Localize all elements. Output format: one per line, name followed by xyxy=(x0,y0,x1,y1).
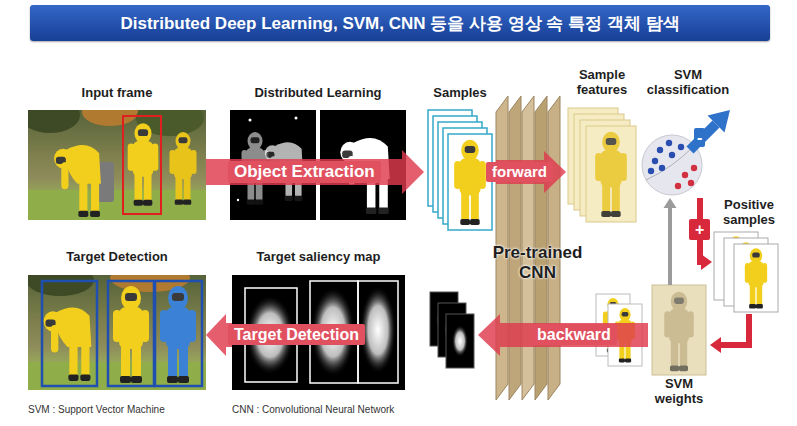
image-panel: SVM weights xyxy=(648,285,710,409)
footnote: SVM : Support Vector Machine xyxy=(28,404,165,416)
illustration-part xyxy=(648,168,654,174)
illustration-part xyxy=(108,281,154,386)
panel-heading: Target Detection xyxy=(28,250,206,265)
illustration-part xyxy=(675,183,681,189)
illustration-part xyxy=(54,145,101,217)
illustration-part xyxy=(42,281,97,386)
sample-stack xyxy=(428,110,492,230)
flow-arrow xyxy=(664,198,677,285)
weight-image xyxy=(652,285,706,375)
arrow-shaft xyxy=(500,323,648,347)
arrow-shaft xyxy=(206,159,402,185)
detection-photo xyxy=(28,275,206,390)
arrow-head xyxy=(478,314,500,356)
arrow-head xyxy=(664,198,677,208)
illustration-part xyxy=(659,165,665,171)
illustration-part xyxy=(128,123,159,205)
title-text: Distributed Deep Learning, SVM, CNN 등을 사… xyxy=(120,12,679,35)
panel-heading: Samples xyxy=(424,86,496,101)
illustration-part xyxy=(675,165,697,189)
image-panel: Target Detection xyxy=(28,250,206,392)
illustration-part xyxy=(113,286,149,383)
illustration-part xyxy=(44,307,92,380)
illustration-part xyxy=(652,158,658,164)
illustration-part xyxy=(82,110,138,126)
panel-heading: Pre-trained CNN xyxy=(480,243,595,282)
edge-label: + xyxy=(689,219,710,240)
flow-arrow xyxy=(206,150,424,194)
illustration-part xyxy=(745,248,767,308)
input-photo xyxy=(28,110,206,220)
panel-heading: Positive samples xyxy=(712,198,786,228)
positive-stack xyxy=(714,232,778,312)
feature-stack xyxy=(568,108,636,222)
edge-label: backward xyxy=(531,324,617,345)
illustration-part xyxy=(170,132,197,205)
arrow-shaft xyxy=(721,314,749,345)
illustration-part xyxy=(652,285,706,375)
illustration-part xyxy=(452,325,468,357)
illustration-part xyxy=(249,119,252,122)
illustration-part xyxy=(295,117,298,120)
arrow-head xyxy=(206,314,226,356)
illustration-part xyxy=(691,165,697,171)
footnote: CNN : Convolutional Neural Network xyxy=(232,404,394,416)
panel-heading: SVM classification xyxy=(638,68,738,98)
title-banner: Distributed Deep Learning, SVM, CNN 등을 사… xyxy=(30,5,770,41)
illustration-part xyxy=(669,152,675,158)
image-panel: Samples xyxy=(424,86,496,232)
panel-heading: Sample features xyxy=(566,68,638,98)
arrow-shaft xyxy=(668,208,672,285)
illustration-part xyxy=(28,275,94,296)
class-sign: - xyxy=(694,128,705,147)
illustration-part xyxy=(688,180,694,186)
illustration-part xyxy=(586,126,636,222)
svm-circle xyxy=(642,110,730,195)
illustration-part xyxy=(646,146,694,180)
illustration-part xyxy=(454,140,486,225)
panel-heading: Target saliency map xyxy=(232,250,405,265)
classifier-circle: SVM classification xyxy=(638,68,738,198)
panel-heading: SVM weights xyxy=(648,377,710,407)
flow-arrow xyxy=(478,314,648,356)
illustration-part xyxy=(155,281,202,386)
arrow-head xyxy=(710,337,721,353)
illustration-part xyxy=(664,292,694,372)
image-panel: Input frame xyxy=(28,86,206,222)
panel-heading: Input frame xyxy=(28,86,206,101)
illustration-part xyxy=(682,172,688,178)
illustration-part xyxy=(690,124,716,150)
illustration-part xyxy=(657,147,663,153)
illustration-part xyxy=(678,144,684,150)
illustration-part xyxy=(360,286,396,374)
illustration-part xyxy=(648,140,684,174)
illustration-part xyxy=(237,199,239,201)
illustration-part xyxy=(160,286,196,383)
illustration-part xyxy=(708,110,731,133)
image-panel: Positive samples xyxy=(712,198,786,314)
illustration-part xyxy=(734,244,778,312)
arrow-head xyxy=(402,150,424,194)
illustration-part xyxy=(595,132,627,217)
illustration-part xyxy=(448,134,492,230)
edge-label: forward xyxy=(486,162,553,182)
panel-heading: Distributed Learning xyxy=(230,86,406,101)
illustration-part xyxy=(446,314,474,368)
image-panel: Sample features xyxy=(566,68,638,228)
flow-arrow xyxy=(710,314,749,353)
arrow-head xyxy=(701,254,712,270)
cnn-band: Pre-trained CNN xyxy=(480,95,595,400)
edge-label: Target Detection xyxy=(228,324,365,345)
illustration-part xyxy=(123,116,161,214)
image-panel: Target saliency map xyxy=(232,250,478,392)
image-panel: Distributed Learning xyxy=(230,86,406,222)
illustration-part xyxy=(666,140,672,146)
edge-label: Object Extraction xyxy=(228,161,381,183)
illustration-part xyxy=(28,110,80,133)
